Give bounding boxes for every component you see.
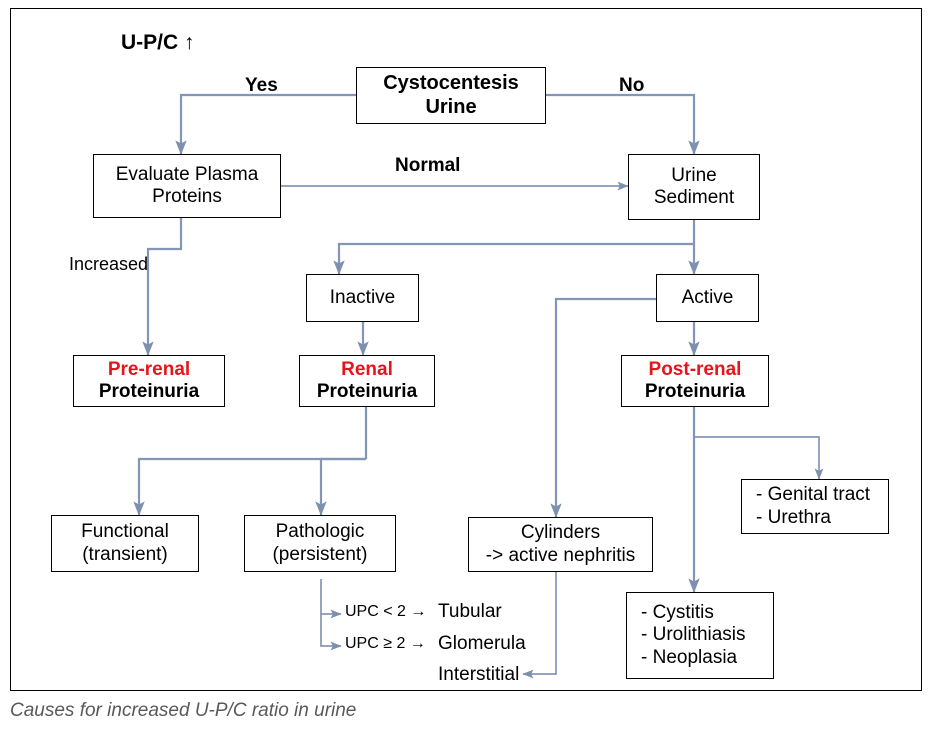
node-line: (persistent) [272,543,368,565]
node-line: - Genital tract [756,484,871,506]
node-post-renal-proteinuria[interactable]: Post-renal Proteinuria [621,355,769,407]
node-line: - Cystitis [641,601,714,623]
node-line: Active [681,286,734,308]
node-line: - Urethra [756,506,831,528]
chart-title-label: U-P/C ↑ [121,31,195,54]
node-cystocentesis-urine[interactable]: Cystocentesis Urine [356,67,546,124]
node-line: Proteins [152,186,222,207]
edge-label-no: No [619,75,645,96]
node-inactive[interactable]: Inactive [306,274,419,322]
node-functional-transient[interactable]: Functional (transient) [51,515,199,572]
node-line-highlight: Post-renal [648,358,742,380]
node-line: -> active nephritis [485,544,636,566]
node-line: Functional [81,521,169,543]
node-pre-renal-proteinuria[interactable]: Pre-renal Proteinuria [73,355,225,407]
edge-label-increased: Increased [69,254,149,274]
node-line: Cylinders [520,522,601,544]
annotation-interstitial: Interstitial [438,664,520,685]
annotation-upc-high: UPC ≥ 2 → [345,635,426,652]
node-line: Proteinuria [98,381,200,402]
annotation-upc-low: UPC < 2 → [345,603,427,620]
node-line-highlight: Renal [341,358,393,380]
node-line: Proteinuria [316,381,418,402]
annotation-upc-low-result: Tubular [438,601,502,622]
node-line: - Urolithiasis [641,624,746,646]
node-line: Urine [671,164,717,186]
node-genital-tract-urethra[interactable]: - Genital tract - Urethra [741,479,889,534]
node-urine-sediment[interactable]: Urine Sediment [628,154,760,220]
node-active[interactable]: Active [656,274,759,322]
node-cylinders-active-nephritis[interactable]: Cylinders -> active nephritis [468,517,653,572]
node-line: - Neoplasia [641,646,738,668]
node-line: (transient) [82,543,168,565]
node-line: Sediment [653,187,735,208]
node-line: Cystocentesis [383,71,519,94]
node-line-highlight: Pre-renal [107,358,191,380]
node-renal-proteinuria[interactable]: Renal Proteinuria [299,355,435,407]
node-line: Proteinuria [644,381,746,402]
node-line: Urine [425,95,477,118]
node-pathologic-persistent[interactable]: Pathologic (persistent) [244,515,396,572]
edge-label-yes: Yes [245,75,278,96]
node-line: Evaluate Plasma [115,163,259,185]
node-line: Pathologic [275,521,365,543]
edge-label-normal: Normal [395,155,461,176]
node-line: Inactive [329,286,396,308]
figure-caption: Causes for increased U-P/C ratio in urin… [10,700,357,721]
diagram-frame: U-P/C ↑ Yes No Normal Increased Cystocen… [10,8,922,691]
node-evaluate-plasma-proteins[interactable]: Evaluate Plasma Proteins [93,154,281,218]
annotation-upc-high-result: Glomerula [438,633,526,654]
node-cystitis-urolithiasis-neoplasia[interactable]: - Cystitis - Urolithiasis - Neoplasia [626,592,774,679]
